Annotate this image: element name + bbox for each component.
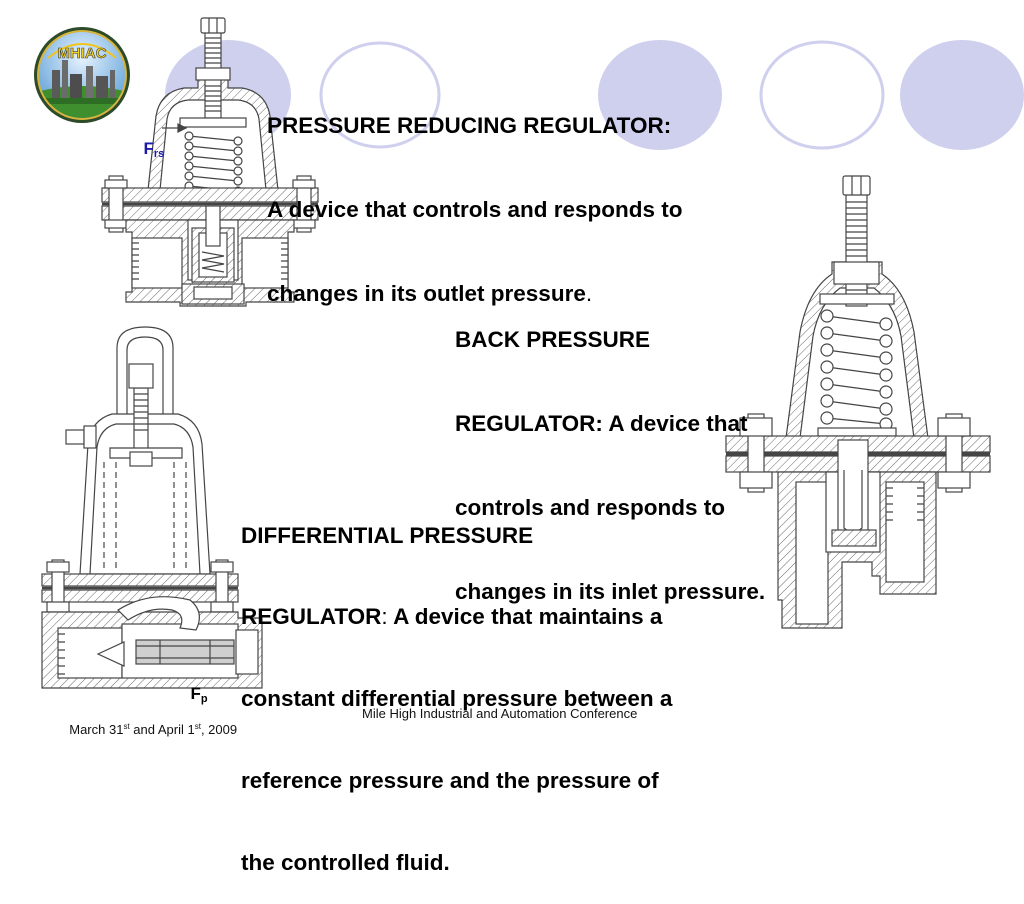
text-line: the controlled fluid. [241, 850, 450, 876]
text-line: constant differential pressure between a [241, 686, 673, 712]
back-pressure-title: BACK PRESSURE [455, 327, 651, 352]
lock-nut [833, 261, 880, 285]
upper-flange [41, 573, 239, 587]
piston [837, 439, 869, 537]
outlet-cavity [885, 481, 925, 583]
bolt [46, 559, 70, 613]
bolt [292, 175, 316, 233]
spring [820, 309, 893, 431]
force-label-fp: Fp [181, 664, 208, 709]
back-pressure-description: BACK PRESSURE REGULATOR: A device that c… [455, 270, 765, 634]
outlet-port [241, 237, 289, 289]
bolt [739, 413, 773, 493]
bolt [210, 559, 234, 613]
hidden-spring-lines [103, 462, 187, 570]
force-label-frs: Frs [134, 119, 164, 164]
pressure-reducing-title: PRESSURE REDUCING REGULATOR: [267, 113, 672, 138]
text-line: changes in its outlet pressure. [267, 280, 682, 308]
sensing-fitting [65, 425, 97, 449]
force-label-main: F [143, 139, 154, 158]
inlet-channel [795, 481, 829, 625]
text-line: REGULATOR: A device that [455, 411, 748, 436]
differential-pressure-regulator-drawing [41, 326, 263, 689]
footer-conference: Mile High Industrial and Automation Conf… [362, 706, 638, 721]
date-superscript: st [123, 722, 130, 731]
valve-plug [96, 641, 125, 667]
hex-nut [842, 175, 871, 196]
pressure-reducing-regulator-drawing [101, 17, 319, 307]
valve-stem [205, 205, 221, 247]
force-label-main: F [190, 684, 201, 703]
differential-title: DIFFERENTIAL PRESSURE [241, 522, 534, 548]
date-part: , 2009 [200, 722, 238, 737]
force-label-subscript: p [200, 693, 208, 705]
pressure-reducing-description: PRESSURE REDUCING REGULATOR: A device th… [267, 56, 682, 336]
valve-spring [201, 251, 225, 273]
text-segment: A device that maintains a [387, 604, 663, 630]
bolt [937, 413, 971, 493]
text-segment: changes in its outlet pressure [267, 281, 586, 306]
text-segment: : [381, 604, 388, 630]
spring-seat [179, 117, 247, 128]
lever [117, 596, 200, 631]
upper-flange [101, 187, 319, 203]
text-segment: . [585, 281, 593, 306]
text-line: changes in its inlet pressure. [455, 579, 766, 604]
pipe-insert [135, 639, 235, 665]
footer-date: March 31st and April 1st, 2009 [62, 706, 237, 738]
differential-description: DIFFERENTIAL PRESSURE REGULATOR: A devic… [241, 467, 672, 904]
oval-filled [900, 40, 1024, 150]
force-label-subscript: rs [153, 148, 165, 160]
text-line: REGULATOR: A device that maintains a [241, 603, 672, 630]
piston-cap [831, 529, 877, 547]
bonnet-inner [89, 423, 201, 575]
logo-text: MHIAC [57, 45, 106, 62]
oval-filled [598, 40, 722, 150]
text-line: reference pressure and the pressure of [241, 768, 659, 794]
sensing-loop [116, 326, 174, 445]
text-line: controls and responds to [455, 495, 726, 520]
spring-seat-lower [817, 427, 897, 437]
oval-outline [319, 41, 441, 149]
bolt [104, 175, 128, 233]
back-pressure-regulator-drawing [725, 175, 991, 629]
hex-nut [200, 17, 226, 34]
text-segment: REGULATOR [241, 604, 382, 630]
date-superscript: st [194, 722, 201, 731]
date-part: March 31 [69, 722, 124, 737]
spring-seat [819, 293, 895, 305]
text-line: A device that controls and responds to [267, 197, 683, 222]
oval-outline [759, 40, 885, 150]
spring [184, 131, 243, 196]
regulator-drawings: MHIAC [34, 17, 991, 689]
inlet-port [131, 237, 183, 289]
mhiac-logo: MHIAC [34, 27, 130, 123]
hex-nut [128, 363, 154, 389]
date-part: and April 1 [129, 722, 195, 737]
lock-nut [195, 67, 231, 81]
